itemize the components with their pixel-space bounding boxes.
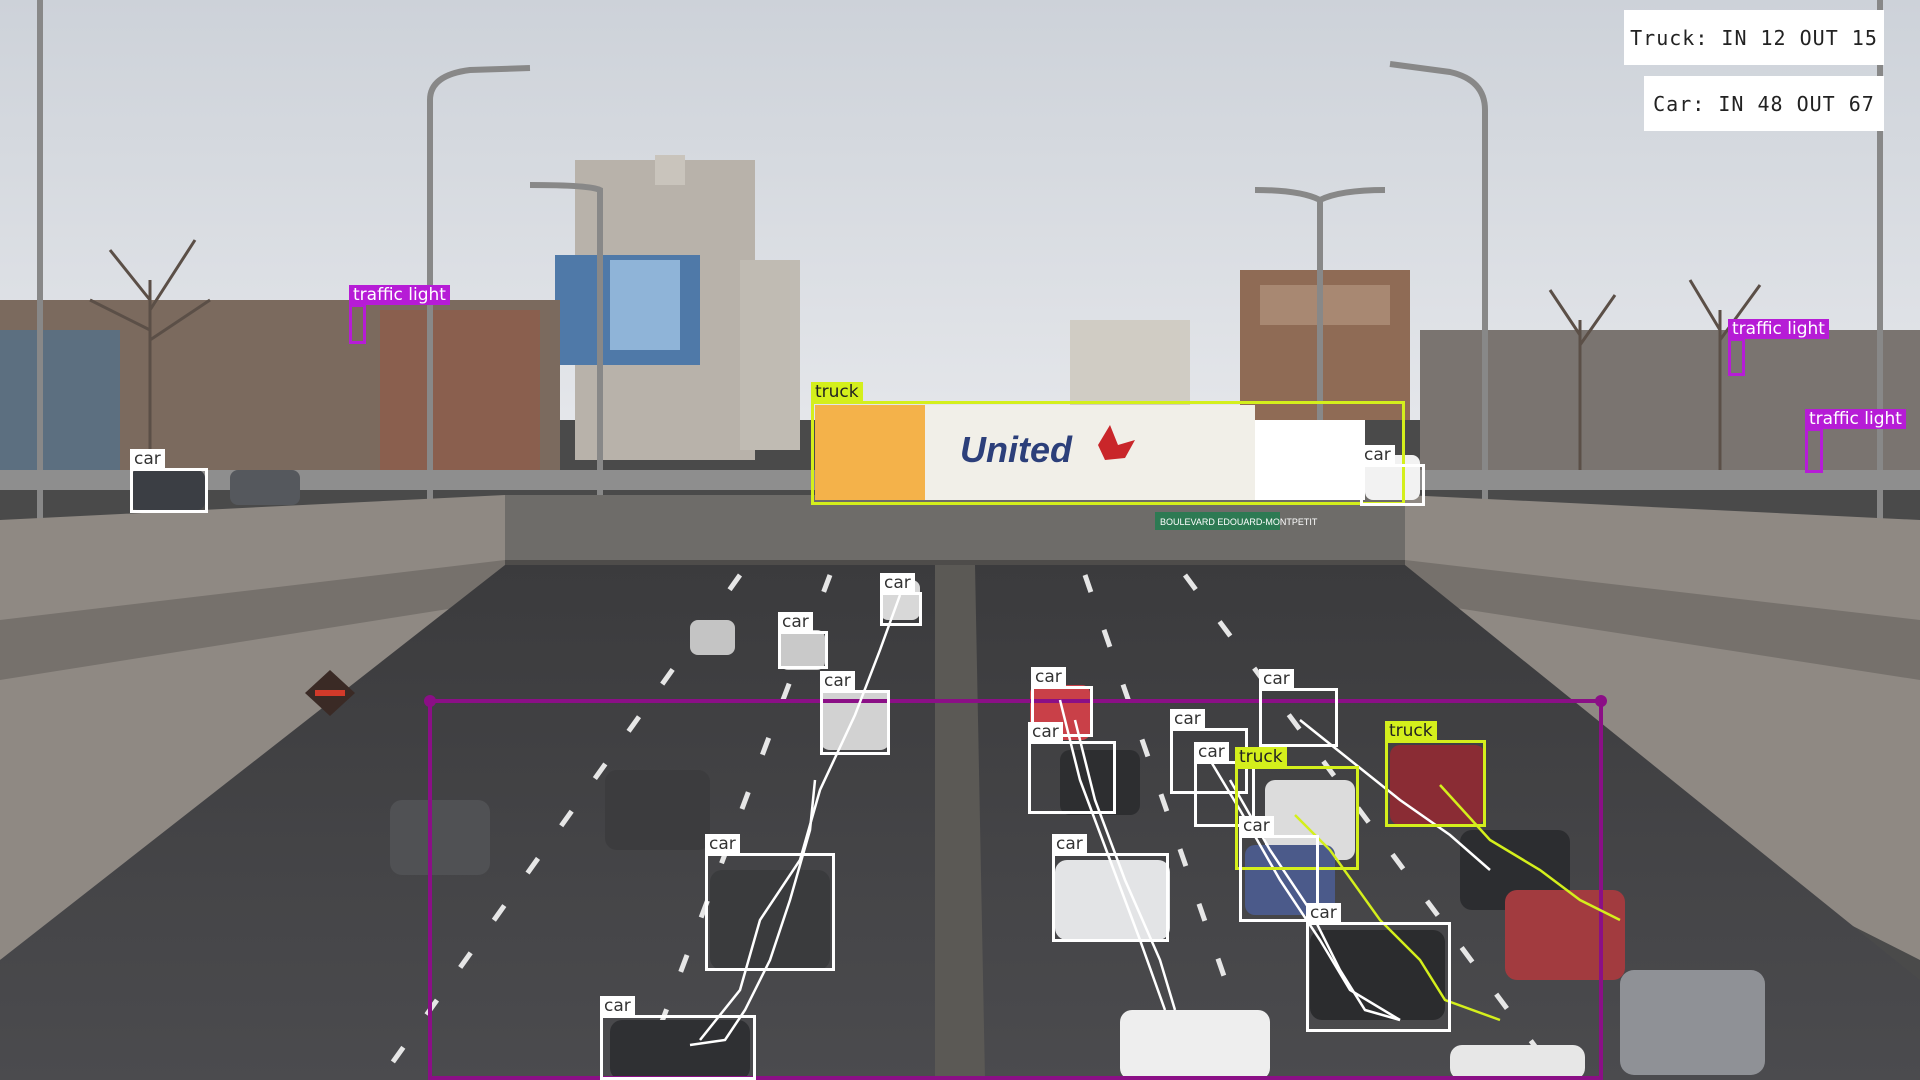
detection-label: car bbox=[1239, 816, 1274, 836]
car-count-panel: Car: IN 48 OUT 67 bbox=[1644, 76, 1884, 131]
retaining-walls bbox=[0, 495, 1920, 960]
detection-label: car bbox=[600, 996, 635, 1016]
detection-box-truck: truck bbox=[1235, 747, 1359, 870]
detection-label: truck bbox=[811, 382, 863, 402]
detection-label: traffic light bbox=[1805, 409, 1906, 429]
detection-label: car bbox=[1360, 445, 1395, 465]
detection-label: car bbox=[1052, 834, 1087, 854]
detection-box-car: car bbox=[1052, 834, 1169, 942]
counting-zone bbox=[424, 695, 1607, 1080]
detection-box-car: car bbox=[1259, 669, 1338, 747]
detection-box-traffic-light: traffic light bbox=[1805, 409, 1906, 473]
detection-label: truck bbox=[1235, 747, 1287, 767]
detection-label: car bbox=[1194, 742, 1229, 762]
detection-label: traffic light bbox=[349, 285, 450, 305]
detection-label: truck bbox=[1385, 721, 1437, 741]
detection-box-truck: truck bbox=[1385, 721, 1486, 827]
detection-label: car bbox=[705, 834, 740, 854]
detection-box-car: car bbox=[130, 449, 208, 513]
detection-label: car bbox=[1028, 722, 1063, 742]
detection-box-car: car bbox=[820, 671, 890, 755]
lane-markings bbox=[377, 573, 1563, 1080]
detection-box-car: car bbox=[778, 612, 828, 669]
buildings bbox=[0, 155, 1920, 490]
truck-count-panel: Truck: IN 12 OUT 15 bbox=[1624, 10, 1884, 65]
detection-box-traffic-light: traffic light bbox=[349, 285, 450, 344]
detection-box-car: car bbox=[880, 573, 922, 626]
detection-label: car bbox=[880, 573, 915, 593]
truck-billboard-text: United bbox=[960, 429, 1073, 470]
detection-label: car bbox=[1170, 709, 1205, 729]
detection-box-car: car bbox=[705, 834, 835, 971]
road-sign: BOULEVARD EDOUARD-MONTPETIT bbox=[1160, 517, 1318, 527]
detection-label: car bbox=[1306, 903, 1341, 923]
detection-box-car: car bbox=[1028, 722, 1116, 814]
detection-label: car bbox=[778, 612, 813, 632]
detection-label: car bbox=[820, 671, 855, 691]
warning-sign bbox=[305, 670, 355, 716]
truck-trailer bbox=[815, 405, 1365, 500]
detection-label: car bbox=[1259, 669, 1294, 689]
track-trails-yellow bbox=[1294, 784, 1621, 1022]
trees bbox=[89, 239, 1762, 470]
detection-box-car: car bbox=[1239, 816, 1319, 922]
detection-box-car: car bbox=[600, 996, 756, 1080]
maple-leaf-icon bbox=[1098, 425, 1135, 460]
detection-label: traffic light bbox=[1728, 319, 1829, 339]
detection-box-car: car bbox=[1306, 903, 1451, 1032]
detection-label: car bbox=[1031, 667, 1066, 687]
detection-label: car bbox=[130, 449, 165, 469]
detection-box-traffic-light: traffic light bbox=[1728, 319, 1829, 376]
detection-box-car: car bbox=[1360, 445, 1425, 506]
detection-box-car: car bbox=[1194, 742, 1255, 827]
detection-box-truck: truck bbox=[811, 382, 1405, 505]
